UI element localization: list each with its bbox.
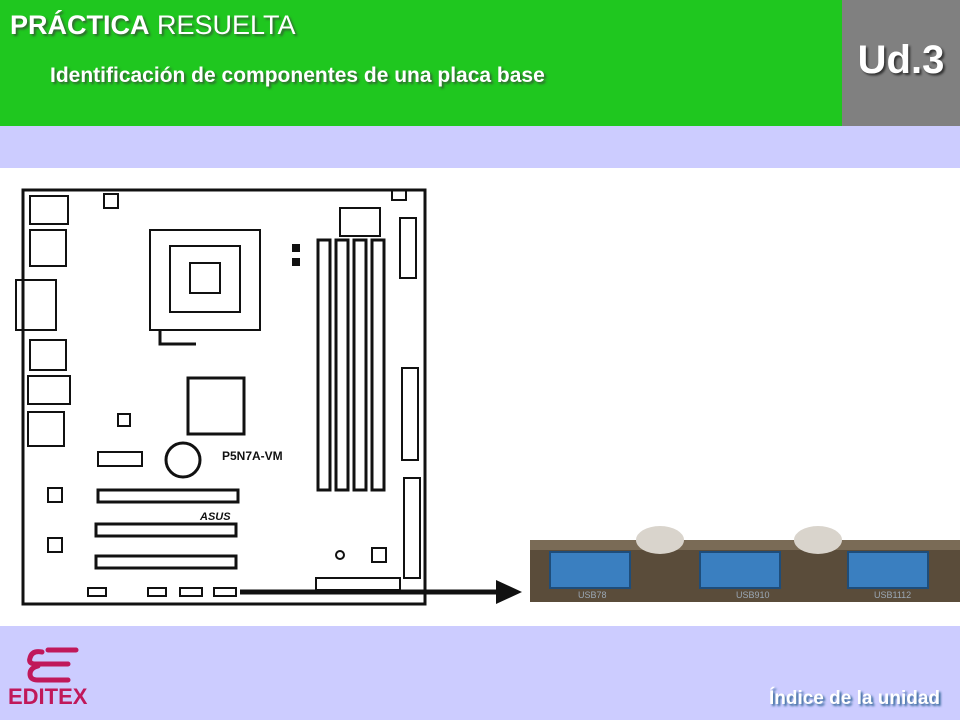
usb-label-910: USB910 — [736, 590, 770, 600]
usb-headers-photo: USB78 USB910 USB1112 — [530, 526, 960, 602]
io-audio-port — [27, 411, 65, 447]
sata-connectors — [403, 477, 421, 579]
dimm-slot-3 — [352, 238, 368, 492]
usb-label-1112: USB1112 — [874, 590, 911, 600]
io-usb-port-2 — [27, 375, 71, 405]
editex-logo: EDITEX — [8, 647, 88, 709]
io-ps2-port — [29, 195, 69, 225]
ide-connector — [401, 367, 419, 461]
pcie-x16-slot — [96, 488, 240, 504]
content-area: P5N7A-VM ASUS USB78 USB910 USB1112 — [0, 168, 960, 626]
kicker-rest: RESUELTA — [149, 10, 296, 40]
unit-index-link[interactable]: Índice de la unidad — [768, 688, 940, 709]
chipset-northbridge — [186, 376, 246, 436]
io-usb-port — [29, 229, 67, 267]
io-vga-port — [15, 279, 57, 331]
dimm-slot-1 — [316, 238, 332, 492]
usb-header-1112 — [847, 551, 929, 589]
unit-label: Ud.3 — [857, 38, 945, 82]
io-lan-port — [29, 339, 67, 371]
logo-wordmark: EDITEX — [8, 684, 88, 709]
dimm-slot-4 — [370, 238, 386, 492]
pci-slot-2 — [94, 554, 238, 570]
atx-power-connector — [399, 217, 417, 279]
pci-slot-1 — [94, 522, 238, 538]
slide-header: PRÁCTICA RESUELTA Identificación de comp… — [0, 0, 842, 126]
usb-label-78: USB78 — [578, 590, 607, 600]
slide-subtitle: Identificación de componentes de una pla… — [50, 64, 545, 87]
dimm-slot-2 — [334, 238, 350, 492]
board-model-label: P5N7A-VM — [222, 449, 283, 463]
slide-kicker: PRÁCTICA RESUELTA — [10, 10, 296, 41]
usb-header-78 — [549, 551, 631, 589]
board-brand-label: ASUS — [199, 511, 231, 523]
cmos-battery — [164, 441, 202, 479]
cpu-socket — [149, 229, 261, 331]
motherboard-diagram: P5N7A-VM ASUS USB78 USB910 USB1112 — [15, 188, 960, 606]
pointer-arrow-head — [496, 580, 522, 604]
unit-badge: Ud.3 — [842, 0, 960, 126]
kicker-bold: PRÁCTICA — [10, 10, 150, 40]
usb-header-910 — [699, 551, 781, 589]
